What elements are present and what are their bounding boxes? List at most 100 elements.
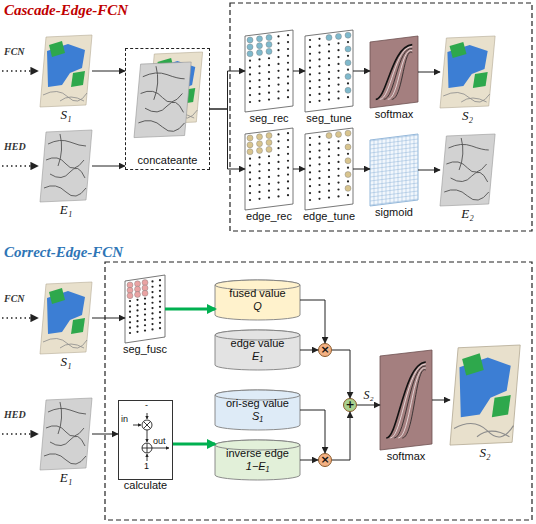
neuron-dot <box>318 163 320 165</box>
neuron-dot <box>347 69 349 71</box>
text-wrap: × <box>319 454 331 466</box>
neuron-dot <box>129 327 131 329</box>
text-wrap: seg_fusc <box>110 343 180 356</box>
node-text: E₁ <box>60 202 72 217</box>
neuron-dot <box>136 315 138 317</box>
neuron-dot <box>258 79 260 81</box>
neuron-dot <box>328 176 330 178</box>
neuron-dot <box>268 197 270 199</box>
segmentation-image <box>40 282 92 354</box>
neuron-dot <box>328 99 330 101</box>
neuron-dot <box>151 328 153 330</box>
neuron-dot <box>277 182 279 184</box>
section-title: Cascade-Edge-FCN <box>4 2 128 19</box>
text-wrap: seg_tune <box>290 112 368 125</box>
neuron-dot <box>249 192 251 194</box>
neuron-dot <box>318 149 320 151</box>
neuron-dot <box>151 296 153 298</box>
neuron-dot <box>249 164 251 166</box>
neuron-dot <box>309 46 311 48</box>
connector-arrow <box>300 460 318 461</box>
node-shape <box>305 128 353 210</box>
neuron-dot <box>318 72 320 74</box>
neuron-dot <box>257 36 263 42</box>
neuron-dot <box>249 101 251 103</box>
neuron-dot <box>337 84 339 86</box>
neuron-dot <box>318 136 320 138</box>
neuron-dot <box>135 281 141 287</box>
segmentation-map: S₂ <box>440 36 495 108</box>
neuron-dot <box>345 144 351 150</box>
neuron-dot <box>318 93 320 95</box>
neuron-dot <box>129 305 131 307</box>
neuron-dot <box>144 303 146 305</box>
edge-map: E₂ <box>440 134 495 206</box>
neuron-dot <box>345 158 351 164</box>
neuron-dot <box>309 39 311 41</box>
decoration <box>147 413 148 419</box>
input-arrow <box>2 70 38 71</box>
neuron-dot <box>309 137 311 139</box>
neuron-dot <box>347 167 349 169</box>
neuron-dot <box>328 92 330 94</box>
neuron-dot <box>309 151 311 153</box>
value-store: edge valueE₁ <box>215 330 300 370</box>
value-store: inverse edge1−E₁ <box>215 440 300 480</box>
neuron-dot <box>159 284 161 286</box>
text-wrap: S₂ <box>435 445 535 460</box>
neuron-dot <box>318 86 320 88</box>
neuron-dot <box>277 84 279 86</box>
neuron-dot <box>328 43 330 45</box>
neuron-dot <box>318 79 320 81</box>
text-wrap: sigmoid <box>355 206 433 219</box>
neuron-dot <box>328 50 330 52</box>
text-wrap: inverse edge1−E₁ <box>215 440 300 480</box>
neuron-dot <box>277 195 279 197</box>
node-text: + <box>345 399 354 411</box>
connector-arrow <box>332 412 350 460</box>
neuron-dot <box>258 163 260 165</box>
neuron-dot <box>127 282 133 288</box>
neuron-dot <box>328 85 330 87</box>
node-text: 1−E₁ <box>246 460 269 473</box>
source-label: HED <box>4 409 26 420</box>
node-text: softmax <box>387 450 426 463</box>
neuron-dot <box>345 32 351 38</box>
decoration <box>142 443 152 453</box>
layer-sheet <box>370 134 418 206</box>
neuron-dot <box>328 141 330 143</box>
neuron-dot <box>277 133 279 135</box>
connector-arrow <box>418 170 440 171</box>
neuron-dot <box>345 74 351 80</box>
neuron-dot <box>347 153 349 155</box>
neuron-dot <box>268 78 270 80</box>
neuron-dot <box>151 286 153 288</box>
neuron-dot <box>249 178 251 180</box>
edge-image <box>40 398 92 470</box>
neuron-dot <box>135 286 141 292</box>
layer-sheet <box>125 275 165 343</box>
neuron-dot <box>249 87 251 89</box>
neuron-dot <box>249 158 251 160</box>
neuron-dot <box>151 312 153 314</box>
neuron-dot <box>144 308 146 310</box>
activation-curve <box>398 368 426 438</box>
neuron-dot <box>345 172 351 178</box>
cylinder-body <box>215 330 300 370</box>
neuron-dot <box>277 70 279 72</box>
neuron-dot <box>277 140 279 142</box>
neuron-dot <box>309 171 311 173</box>
neuron-dot <box>309 80 311 82</box>
neuron-dot <box>127 287 133 293</box>
activation-curve <box>384 49 412 100</box>
text-wrap: S₁ <box>25 354 107 369</box>
conv-layer: seg_tune <box>305 30 353 112</box>
text-wrap: edge valueE₁ <box>215 330 300 370</box>
neuron-dot <box>142 285 148 291</box>
neuron-dot <box>159 322 161 324</box>
neuron-dot <box>277 97 279 99</box>
neuron-dot <box>258 58 260 60</box>
node-text: edge value <box>231 337 285 350</box>
neuron-dot <box>144 298 146 300</box>
neuron-dot <box>328 71 330 73</box>
